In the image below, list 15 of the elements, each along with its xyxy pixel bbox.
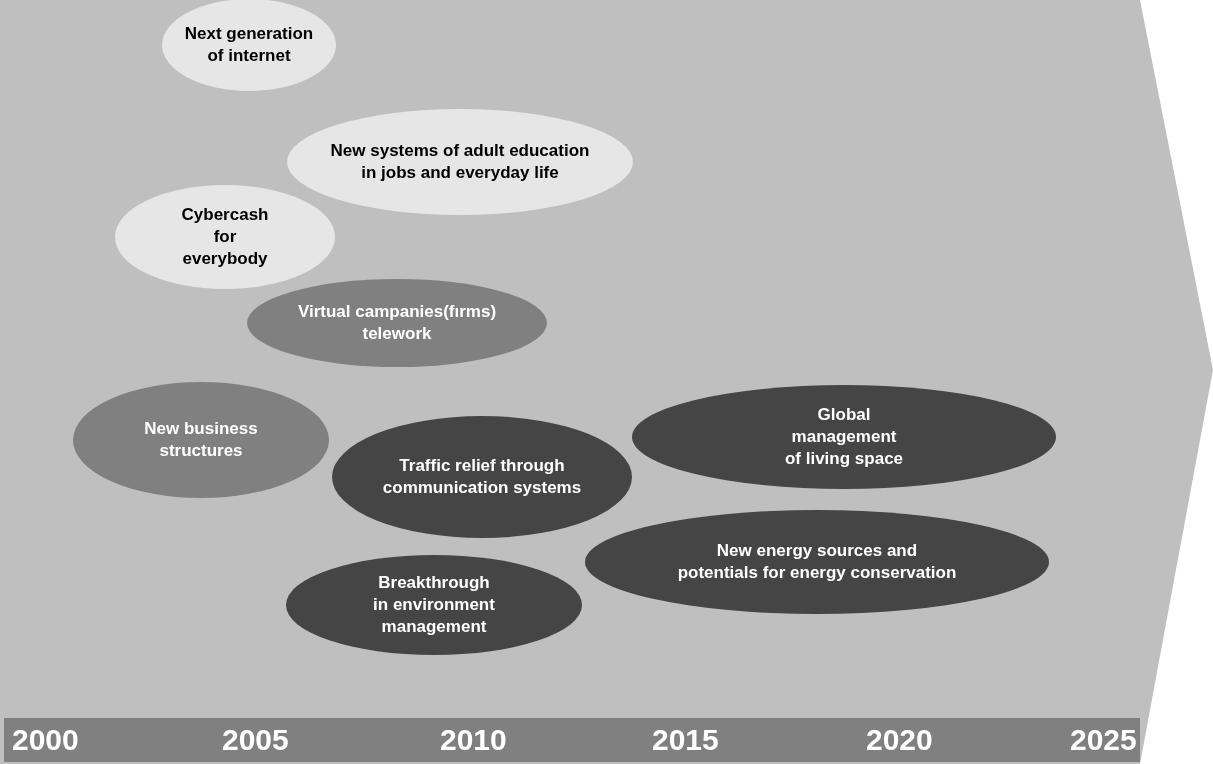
- ellipse-text: Traffic relief through communication systems: [381, 454, 583, 499]
- ellipse-text: New systems of adult education in jobs and everyday life: [329, 139, 591, 184]
- year-label: 2020: [866, 722, 933, 758]
- year-label: 2005: [222, 722, 289, 758]
- ellipse-text: Global management of living space: [783, 403, 905, 471]
- ellipse-text: New business structures: [143, 417, 259, 462]
- ellipse-text: Cybercash for everybody: [180, 203, 270, 271]
- ellipse-text: Next generation of internet: [183, 22, 315, 67]
- ellipse-text: New energy sources and potentials for energy conservation: [676, 539, 958, 584]
- year-label: 2015: [652, 722, 719, 758]
- ellipse-text: Virtual campanies(fırms) telework: [296, 300, 498, 345]
- year-label: 2000: [12, 722, 79, 758]
- ellipse-text: Breakthrough in environment management: [372, 571, 496, 639]
- year-label: 2025: [1070, 722, 1137, 758]
- year-label: 2010: [440, 722, 507, 758]
